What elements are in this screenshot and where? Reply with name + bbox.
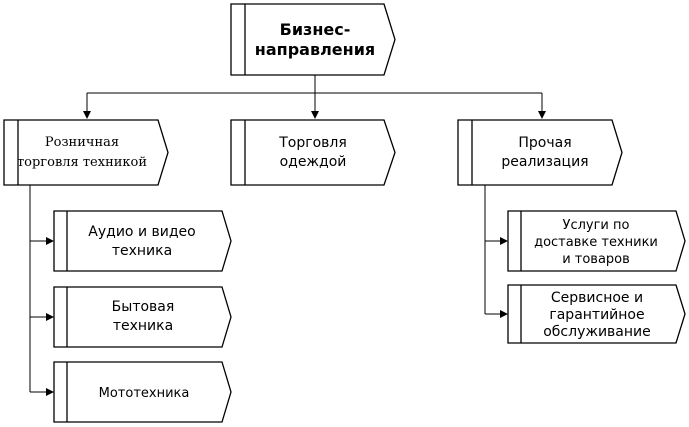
- node-service-label-line3: обслуживание: [543, 324, 651, 340]
- node-other: Прочая реализация: [457, 119, 623, 186]
- node-service-label-line2: гарантийное: [549, 307, 644, 323]
- node-moto-label-line1: Мототехника: [99, 386, 190, 401]
- node-other-child-delivery: Услуги по доставке техники и товаров: [507, 210, 686, 272]
- node-retail-label-line2: торговля техникой: [17, 155, 147, 170]
- node-delivery-label-line2: доставке техники: [534, 235, 658, 250]
- node-retail-child-moto: Мототехника: [53, 361, 232, 423]
- node-root: Бизнес- направления: [230, 3, 396, 76]
- node-other-child-service: Сервисное и гарантийное обслуживание: [507, 284, 686, 344]
- arrowhead-retail-child-1: [46, 237, 54, 245]
- node-clothing: Торговля одеждой: [230, 119, 396, 186]
- node-other-label-line1: Прочая: [518, 135, 571, 151]
- node-retail: Розничная торговля техникой: [3, 119, 169, 186]
- node-audio-video-label-line1: Аудио и видео: [88, 224, 195, 240]
- node-delivery-label-line3: и товаров: [562, 252, 630, 267]
- connectors: [29, 75, 546, 396]
- node-retail-child-audio-video: Аудио и видео техника: [53, 210, 232, 272]
- node-retail-label-line1: Розничная: [45, 135, 119, 150]
- node-home-appliances-label-line2: техника: [113, 318, 173, 334]
- node-root-label-line1: Бизнес-: [280, 20, 351, 39]
- arrowhead-retail-child-2: [46, 313, 54, 321]
- arrowhead-clothing: [311, 111, 319, 119]
- node-audio-video-label-line2: техника: [112, 243, 172, 259]
- arrowhead-retail: [83, 111, 91, 119]
- node-clothing-label-line1: Торговля: [278, 135, 347, 151]
- arrowhead-other-child-2: [500, 310, 508, 318]
- node-retail-child-home-appliances: Бытовая техника: [53, 286, 232, 348]
- node-delivery-label-line1: Услуги по: [563, 218, 630, 233]
- node-service-label-line1: Сервисное и: [551, 290, 643, 306]
- node-root-label-line2: направления: [255, 40, 375, 59]
- arrowhead-retail-child-3: [46, 388, 54, 396]
- arrowhead-other: [538, 111, 546, 119]
- node-other-label-line2: реализация: [501, 154, 588, 170]
- arrowhead-other-child-1: [500, 237, 508, 245]
- node-clothing-label-line2: одеждой: [280, 154, 347, 170]
- node-home-appliances-label-line1: Бытовая: [112, 299, 175, 315]
